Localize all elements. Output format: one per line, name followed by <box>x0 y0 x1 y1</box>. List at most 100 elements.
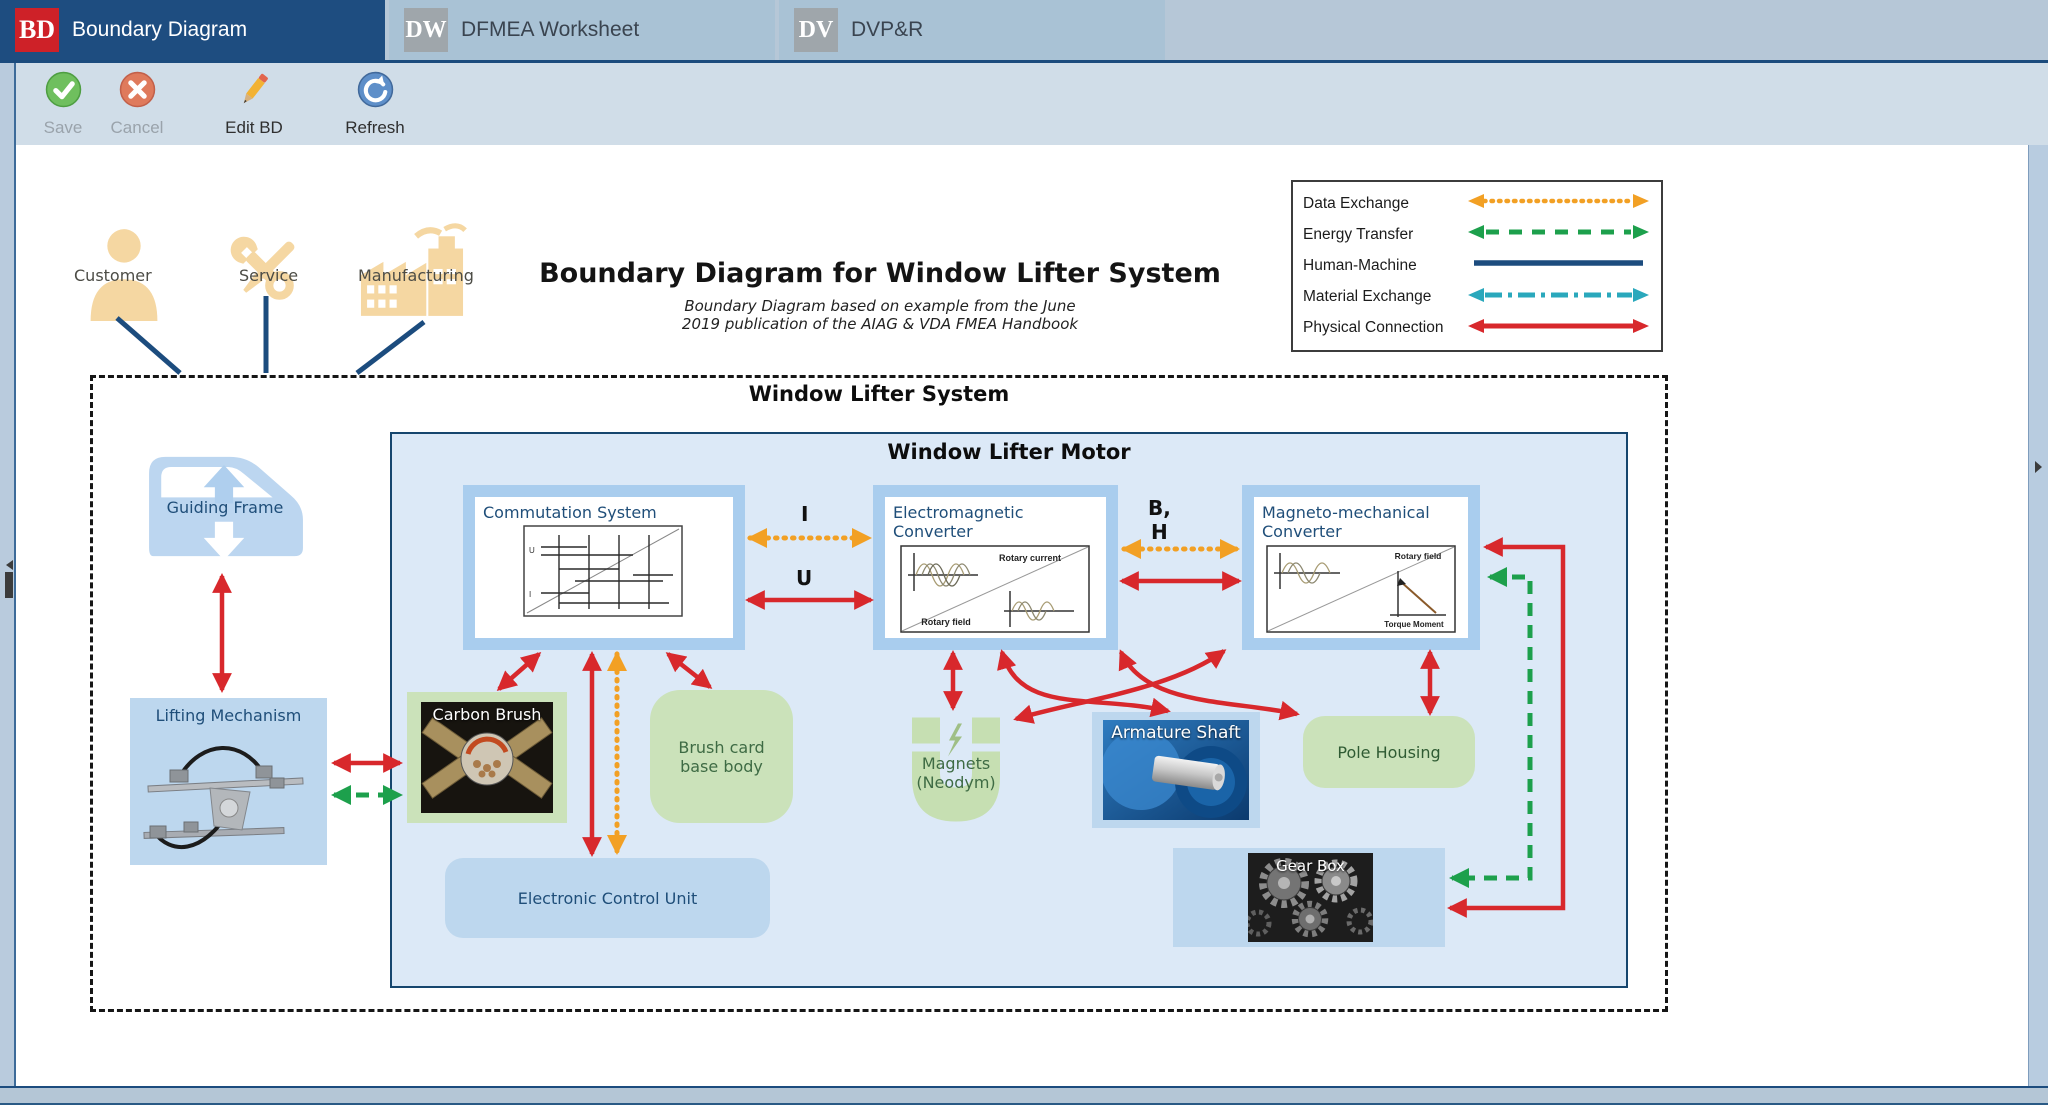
electromagnetic-converter-inner: Electromagnetic Converter Rotary current… <box>885 497 1106 638</box>
toolbar: Save Cancel Edit BD Refresh <box>0 60 2048 145</box>
left-splitter-handle[interactable] <box>5 572 13 598</box>
refresh-label: Refresh <box>345 118 405 137</box>
magneto-mechanical-converter-label: Magneto-mechanical Converter <box>1262 503 1430 541</box>
cancel-x-icon <box>119 71 156 113</box>
tab-dfmea-worksheet[interactable]: DW DFMEA Worksheet <box>389 0 775 60</box>
refresh-button[interactable]: Refresh <box>340 71 410 141</box>
gear-box-label: Gear Box <box>1276 857 1345 875</box>
window-lifter-system-boundary[interactable] <box>90 375 1668 1012</box>
car-door-icon <box>143 456 307 572</box>
magnets-label-line1: Magnets <box>921 754 991 773</box>
pencil-icon <box>236 71 273 113</box>
legend-label: Physical Connection <box>1303 319 1444 337</box>
legend-label: Energy Transfer <box>1303 225 1414 243</box>
edit-bd-label: Edit BD <box>225 118 283 137</box>
magnets-label-line2: (Neodym) <box>916 773 996 792</box>
svg-text:Rotary field: Rotary field <box>921 617 971 627</box>
pole-housing-label: Pole Housing <box>1337 742 1441 762</box>
guiding-frame-label: Guiding Frame <box>166 498 284 517</box>
svg-text:U: U <box>529 546 535 555</box>
gear-box-node[interactable]: Gear Box <box>1173 848 1445 947</box>
save-label: Save <box>43 118 83 137</box>
bd-tab-icon: BD <box>15 8 59 52</box>
ecu-label: Electronic Control Unit <box>517 888 698 908</box>
svg-text:Torque Moment: Torque Moment <box>1384 620 1444 629</box>
armature-shaft-node[interactable]: Armature Shaft <box>1092 712 1260 828</box>
save-button[interactable]: Save <box>28 71 98 141</box>
carbon-brush-photo <box>421 702 553 818</box>
commutation-chart: U I <box>523 525 683 617</box>
current-flow-label: I <box>801 502 809 526</box>
legend-label: Material Exchange <box>1303 288 1432 306</box>
electronic-control-unit-node[interactable]: Electronic Control Unit <box>445 858 770 938</box>
factory-icon <box>352 223 472 324</box>
svg-text:Rotary current: Rotary current <box>999 553 1061 563</box>
tab-label: DVP&R <box>851 18 924 41</box>
magneto-mechanical-chart: Rotary field Torque Moment <box>1266 545 1456 633</box>
carbon-brush-label: Carbon Brush <box>432 705 542 724</box>
voltage-flow-label: U <box>796 566 813 590</box>
brush-card-label-line2: base body <box>680 756 763 776</box>
diagram-heading: Boundary Diagram for Window Lifter Syste… <box>480 258 1280 333</box>
pole-housing-node[interactable]: Pole Housing <box>1303 716 1475 788</box>
system-title: Window Lifter System <box>748 382 1010 406</box>
legend-row: Material Exchange <box>1303 285 1651 310</box>
physical-connection-line-sample <box>1466 316 1651 341</box>
armature-shaft-label: Armature Shaft <box>1111 723 1241 743</box>
customer-node[interactable] <box>84 225 176 321</box>
electromagnetic-converter-node[interactable]: Electromagnetic Converter Rotary current… <box>873 485 1118 650</box>
human-machine-line-sample <box>1466 253 1651 278</box>
guiding-frame-node[interactable] <box>143 440 307 568</box>
data-exchange-line-sample <box>1466 191 1651 216</box>
commutation-system-inner: Commutation System U I <box>475 497 733 638</box>
legend-row: Physical Connection <box>1303 316 1651 341</box>
tab-dvpr[interactable]: DV DVP&R <box>779 0 1165 60</box>
service-label: Service <box>239 266 299 285</box>
horseshoe-magnet-icon <box>900 717 1012 852</box>
brush-card-node[interactable]: Brush card base body <box>650 690 793 823</box>
energy-transfer-line-sample <box>1466 222 1651 247</box>
magneto-mechanical-converter-inner: Magneto-mechanical Converter Rotary fiel… <box>1254 497 1468 638</box>
electromagnetic-converter-label: Electromagnetic Converter <box>893 503 1024 541</box>
legend-row: Human-Machine <box>1303 253 1651 278</box>
customer-label: Customer <box>74 266 152 285</box>
cancel-button[interactable]: Cancel <box>102 71 172 141</box>
legend-row: Data Exchange <box>1303 191 1651 216</box>
gear-box-photo <box>1244 853 1374 947</box>
commutation-system-node[interactable]: Commutation System U I <box>463 485 745 650</box>
magneto-mechanical-converter-node[interactable]: Magneto-mechanical Converter Rotary fiel… <box>1242 485 1480 650</box>
dv-tab-icon: DV <box>794 8 838 52</box>
svg-text:I: I <box>529 590 531 599</box>
commutation-system-label: Commutation System <box>483 503 657 522</box>
manufacturing-node[interactable] <box>352 222 474 322</box>
tab-boundary-diagram[interactable]: BD Boundary Diagram <box>0 0 385 60</box>
right-splitter-collapse-icon[interactable] <box>2035 461 2042 473</box>
electromagnetic-chart: Rotary current Rotary field <box>900 545 1090 633</box>
service-tools-icon <box>222 236 308 320</box>
lifting-mechanism-photo <box>140 730 317 863</box>
customer-person-icon <box>84 229 164 325</box>
page-subtitle: Boundary Diagram based on example from t… <box>681 297 1079 333</box>
tab-label: Boundary Diagram <box>72 18 248 41</box>
save-check-icon <box>45 71 82 113</box>
legend-row: Energy Transfer <box>1303 222 1651 247</box>
lifting-mechanism-node[interactable]: Lifting Mechanism <box>130 698 327 865</box>
left-splitter-collapse-icon[interactable] <box>6 560 13 570</box>
magnets-node[interactable]: Magnets (Neodym) <box>900 710 1012 848</box>
cancel-label: Cancel <box>110 118 164 137</box>
brush-card-label-line1: Brush card <box>678 737 765 757</box>
carbon-brush-node[interactable]: Carbon Brush <box>407 692 567 823</box>
vertical-scrollbar[interactable] <box>2028 145 2048 1086</box>
tab-label: DFMEA Worksheet <box>461 18 640 41</box>
page-title: Boundary Diagram for Window Lifter Syste… <box>539 258 1221 289</box>
service-node[interactable] <box>222 226 310 318</box>
legend-label: Data Exchange <box>1303 194 1409 212</box>
refresh-icon <box>357 71 394 113</box>
legend-label: Human-Machine <box>1303 256 1417 274</box>
material-exchange-line-sample <box>1466 285 1651 310</box>
edit-bd-button[interactable]: Edit BD <box>219 71 289 141</box>
horizontal-scrollbar[interactable] <box>0 1086 2048 1105</box>
svg-text:Rotary field: Rotary field <box>1395 551 1442 561</box>
armature-shaft-photo <box>1101 720 1249 825</box>
